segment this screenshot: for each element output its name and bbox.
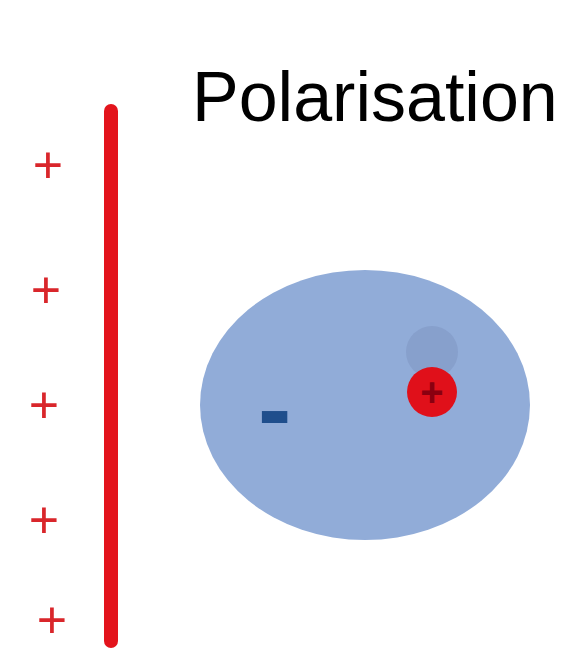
atom-cloud-outline bbox=[200, 270, 530, 540]
plate-charge: + bbox=[29, 379, 59, 431]
charged-plate bbox=[104, 104, 118, 648]
title: Polarisation bbox=[192, 62, 558, 132]
charge-sign: - bbox=[258, 358, 291, 458]
plate-charge: + bbox=[29, 494, 59, 546]
charge-sign: + bbox=[420, 372, 443, 412]
plate-charge: + bbox=[33, 139, 63, 191]
nucleus-disc bbox=[407, 367, 457, 417]
electron-cloud bbox=[200, 270, 530, 540]
nucleus: + bbox=[407, 367, 457, 417]
atom-cloud: -+ bbox=[200, 270, 530, 540]
plate-charge: + bbox=[37, 594, 67, 646]
plate-charge: + bbox=[31, 264, 61, 316]
